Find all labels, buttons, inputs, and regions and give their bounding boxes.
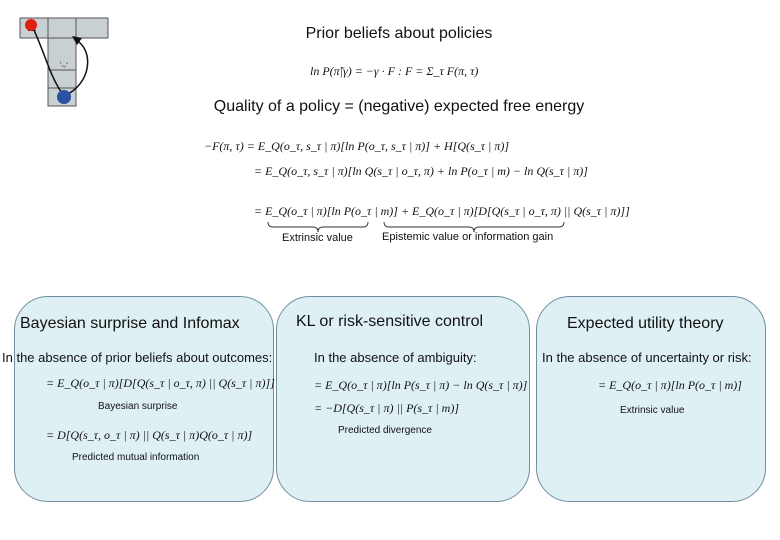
panel-kl-control <box>276 296 530 502</box>
panel-kl-control-equation-1: = E_Q(o_τ | π)[ln P(s_τ | π) − ln Q(s_τ … <box>314 378 528 392</box>
panel-kl-control-title: KL or risk-sensitive control <box>296 313 484 330</box>
panel-bayesian-surprise-title: Bayesian surprise and Infomax <box>20 315 240 332</box>
panel-kl-control-condition: In the absence of ambiguity: <box>314 350 477 365</box>
page-title: Prior beliefs about policies <box>305 25 493 42</box>
panel-kl-control-caption-2: Predicted divergence <box>338 425 432 436</box>
panel-expected-utility-caption-1: Extrinsic value <box>620 405 685 416</box>
panel-bayesian-surprise-caption-2: Predicted mutual information <box>72 452 200 463</box>
free-energy-equation-2: = E_Q(o_τ, s_τ | π)[ln Q(s_τ | o_τ, π) +… <box>254 164 588 178</box>
panel-kl-control-equation-2: = −D[Q(s_τ | π) || P(s_τ | m)] <box>314 401 459 415</box>
panel-bayesian-surprise-condition: In the absence of prior beliefs about ou… <box>2 350 273 365</box>
panel-bayesian-surprise-caption-1: Bayesian surprise <box>98 401 178 412</box>
panel-expected-utility-equation-1: = E_Q(o_τ | π)[ln P(o_τ | m)] <box>598 378 742 392</box>
epistemic-value-label: Epistemic value or information gain <box>382 231 554 243</box>
free-energy-equation-1: −F(π, τ) = E_Q(o_τ, s_τ | π)[ln P(o_τ, s… <box>204 139 509 153</box>
extrinsic-value-label: Extrinsic value <box>282 232 353 244</box>
t-maze-arms <box>19 17 109 107</box>
panel-bayesian-surprise-equation-2: = D[Q(s_τ, o_τ | π) || Q(s_τ | π)Q(o_τ |… <box>46 428 253 442</box>
prior-equation: ln P(π̃|γ) = −γ · F : F = Σ_τ F(π, τ) <box>310 64 479 78</box>
agent-marker <box>57 90 71 104</box>
free-energy-equation-3: = E_Q(o_τ | π)[ln P(o_τ | m)] + E_Q(o_τ … <box>254 204 630 218</box>
panel-bayesian-surprise <box>14 296 274 502</box>
panel-bayesian-surprise-equation-1: = E_Q(o_τ | π)[D[Q(s_τ | o_τ, π) || Q(s_… <box>46 376 275 390</box>
panel-expected-utility-title: Expected utility theory <box>567 315 724 332</box>
start-marker <box>25 19 37 31</box>
panel-expected-utility <box>536 296 766 502</box>
panel-expected-utility-condition: In the absence of uncertainty or risk: <box>542 350 752 365</box>
subtitle: Quality of a policy = (negative) expecte… <box>213 98 585 115</box>
